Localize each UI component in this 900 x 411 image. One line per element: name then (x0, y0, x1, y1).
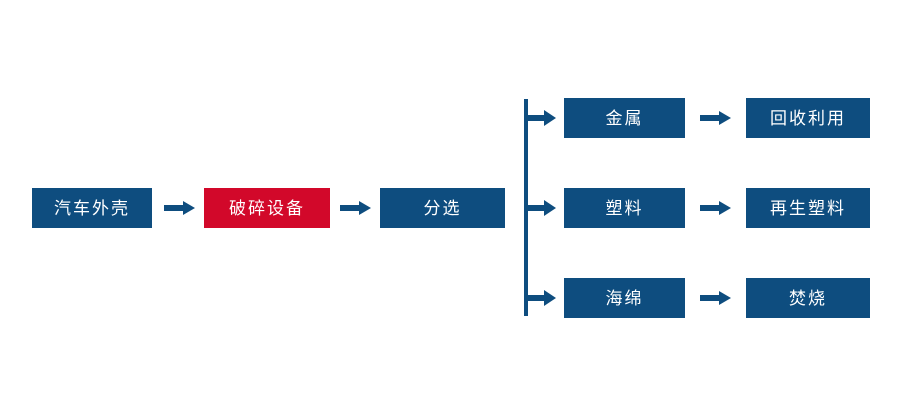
node-sponge[interactable]: 海绵 (564, 278, 685, 318)
arrow-plastic-to-regenerated-plastic (700, 196, 732, 220)
arrow-metal-to-recycle-reuse (700, 106, 732, 130)
node-incineration[interactable]: 焚烧 (746, 278, 870, 318)
branch-arrow-to-plastic (527, 196, 557, 220)
split-trunk-line (524, 99, 528, 316)
node-recycle-reuse[interactable]: 回收利用 (746, 98, 870, 138)
branch-arrow-to-sponge (527, 286, 557, 310)
arrow-crusher-to-sorting (340, 196, 372, 220)
arrow-car-shell-to-crusher (164, 196, 196, 220)
node-regenerated-plastic[interactable]: 再生塑料 (746, 188, 870, 228)
node-sorting[interactable]: 分选 (380, 188, 505, 228)
node-plastic[interactable]: 塑料 (564, 188, 685, 228)
node-car-shell[interactable]: 汽车外壳 (32, 188, 152, 228)
branch-arrow-to-metal (527, 106, 557, 130)
node-metal[interactable]: 金属 (564, 98, 685, 138)
arrow-sponge-to-incineration (700, 286, 732, 310)
node-crusher[interactable]: 破碎设备 (204, 188, 330, 228)
